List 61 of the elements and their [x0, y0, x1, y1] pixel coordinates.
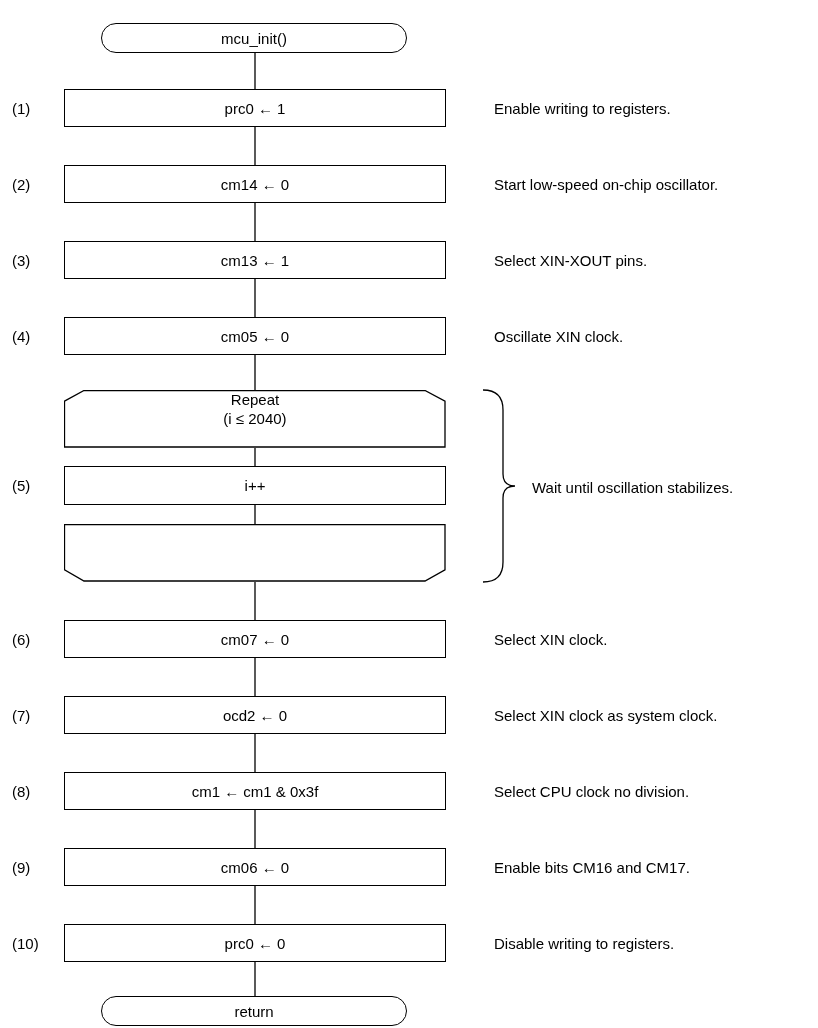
step-comment: Select XIN-XOUT pins.: [494, 250, 648, 270]
connector-line: [254, 809, 256, 849]
connector-line: [254, 126, 256, 166]
step-number: (9): [12, 857, 31, 877]
process-box: [64, 772, 446, 810]
connector-line: [254, 733, 256, 773]
loop-condition: (i ≤ 2040): [223, 409, 287, 428]
step-comment: Select XIN clock as system clock.: [494, 705, 718, 725]
connector-line: [254, 447, 256, 467]
step-number: (10): [12, 933, 39, 953]
step-comment: Start low-speed on-chip oscillator.: [494, 174, 719, 194]
process-label: cm05 ← 0: [220, 326, 290, 346]
connector-line: [254, 885, 256, 925]
terminal-shape: [101, 996, 407, 1026]
process-label: prc0 ← 0: [224, 933, 286, 953]
note: Wait until oscillation stabilizes.: [532, 477, 734, 497]
step-comment: Select CPU clock no division.: [494, 781, 690, 801]
connector-line: [254, 354, 256, 391]
process-box: [64, 696, 446, 734]
step-comment: Select XIN clock.: [494, 629, 608, 649]
step-number: (5): [12, 476, 31, 495]
connector-line: [254, 278, 256, 318]
process-label: ocd2 ← 0: [222, 705, 288, 725]
process-box: [64, 241, 446, 279]
step-number: (6): [12, 629, 31, 649]
terminal-shape: [101, 23, 407, 53]
step-number: (1): [12, 98, 31, 118]
connector-line: [254, 202, 256, 242]
step-number: (3): [12, 250, 31, 270]
connector-line: [254, 657, 256, 697]
process-box: [64, 89, 446, 127]
process-box: [64, 848, 446, 886]
loop-start-shape: [64, 390, 446, 448]
process-box: [64, 620, 446, 658]
step-number: (8): [12, 781, 31, 801]
process-label: cm07 ← 0: [220, 629, 290, 649]
step-comment: Oscillate XIN clock.: [494, 326, 624, 346]
terminal-label: mcu_init(): [221, 28, 287, 48]
step-comment: Disable writing to registers.: [494, 933, 675, 953]
connector-line: [254, 504, 256, 525]
process-box: [64, 317, 446, 355]
process-box: [64, 466, 446, 505]
process-label: cm13 ← 1: [220, 250, 290, 270]
step-comment: Enable bits CM16 and CM17.: [494, 857, 690, 877]
connector-line: [254, 961, 256, 997]
connector-line: [254, 581, 256, 621]
step-number: (7): [12, 705, 31, 725]
step-number: (4): [12, 326, 31, 346]
process-box: [64, 165, 446, 203]
process-label: i++: [244, 476, 266, 495]
process-label: prc0 ← 1: [224, 98, 286, 118]
process-label: cm06 ← 0: [220, 857, 290, 877]
step-comment: Enable writing to registers.: [494, 98, 671, 118]
connector-line: [254, 52, 256, 90]
process-label: cm14 ← 0: [220, 174, 290, 194]
loop-keyword: Repeat: [230, 390, 280, 409]
process-box: [64, 924, 446, 962]
terminal-label: return: [234, 1001, 274, 1021]
step-number: (2): [12, 174, 31, 194]
process-label: cm1 ← cm1 & 0x3f: [191, 781, 319, 801]
loop-end-shape: [64, 524, 446, 582]
